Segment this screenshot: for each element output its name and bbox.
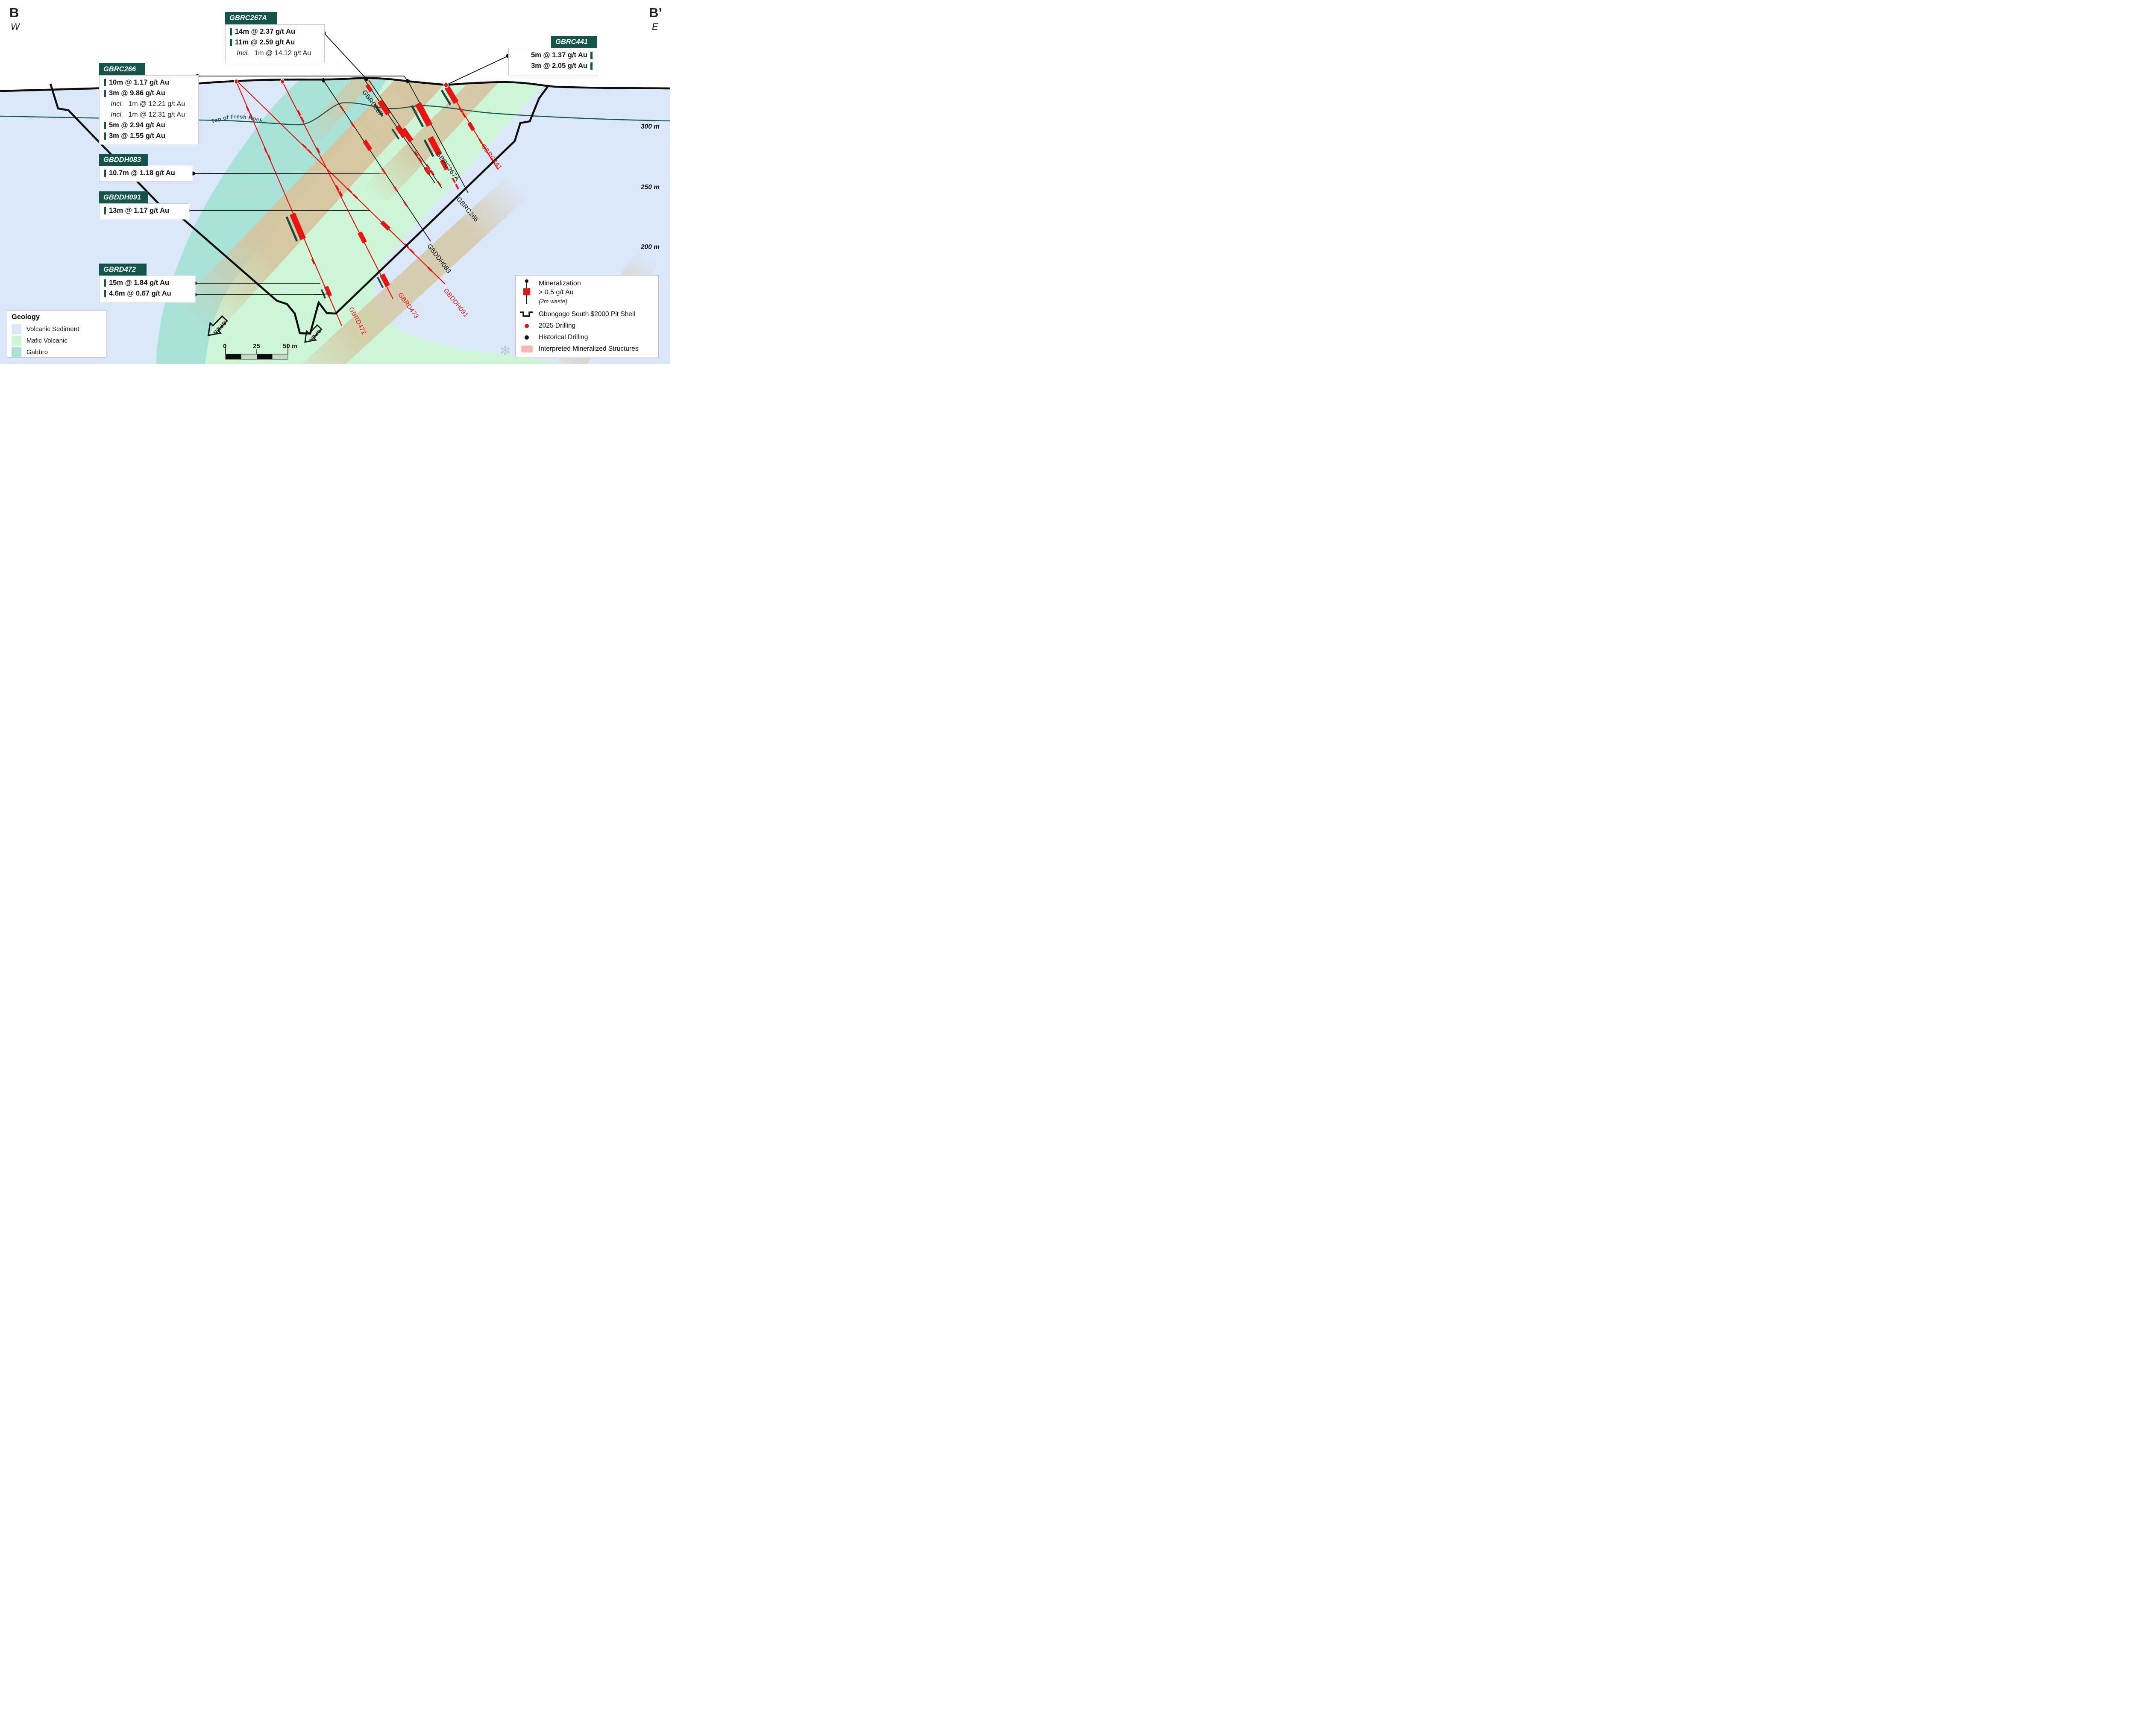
interval-bar-icon	[104, 79, 106, 86]
scalebar-tick-0: 0	[223, 343, 227, 350]
historical-collar	[406, 79, 409, 84]
assay-line: 3m @ 1.55 g/t Au	[104, 131, 195, 141]
depth-label-250: 250 m	[641, 184, 660, 191]
2025-collar	[280, 79, 285, 85]
cross-section-figure: Top of Fresh Rock OPEN OPEN B W B’ E 300…	[0, 0, 670, 364]
section-direction-e: E	[652, 21, 658, 32]
assay-line: 13m @ 1.17 g/t Au	[104, 205, 185, 216]
callout-header-gbrc267a: GBRC267A	[225, 12, 277, 24]
legend-item-pit-shell: Gbongogo South $2000 Pit Shell	[519, 308, 655, 320]
callout-body-gbddh091: 13m @ 1.17 g/t Au	[99, 203, 189, 219]
assay-line: 14m @ 2.37 g/t Au	[230, 26, 321, 37]
2025-collar	[234, 79, 238, 85]
legend-item-gabbro: Gabbro	[12, 346, 102, 358]
legend-item-mafic-volcanic: Mafic Volcanic	[12, 335, 102, 346]
swatch-mafic-volcanic	[12, 336, 21, 346]
callout-header-gbddh091: GBDDH091	[99, 191, 148, 203]
legend-item-structures: Interpreted Mineralized Structures	[519, 343, 655, 355]
scalebar-tick-50m: 50 m	[283, 343, 298, 350]
legend-item-historical-drilling: Historical Drilling	[519, 331, 655, 343]
legend-item-volcanic-sediment: Volcanic Sediment	[12, 323, 102, 335]
callout-header-gbrd472: GBRD472	[99, 264, 147, 276]
interval-bar-icon	[230, 39, 232, 46]
interval-bar-icon	[104, 122, 106, 129]
callout-body-gbrc441: 5m @ 1.37 g/t Au 3m @ 2.05 g/t Au	[508, 48, 597, 76]
interval-bar-icon	[104, 132, 106, 140]
geology-legend: Geology Volcanic Sediment Mafic Volcanic…	[7, 310, 106, 358]
drill-collars	[234, 76, 449, 88]
2025-collar	[443, 82, 449, 88]
mineralization-intervals	[246, 84, 495, 299]
legend-item-2025-drilling: 2025 Drilling	[519, 320, 655, 331]
assay-line: 3m @ 9.86 g/t Au	[104, 88, 195, 99]
callout-header-gbddh083: GBDDH083	[99, 154, 148, 166]
assay-line-included: Incl. 1m @ 12.21 g/t Au	[111, 100, 185, 108]
callout-header-gbrc441: GBRC441	[551, 36, 597, 48]
assay-line: 15m @ 1.84 g/t Au	[104, 278, 191, 288]
section-marker-b: B	[9, 5, 19, 20]
swatch-gabbro	[12, 347, 21, 357]
section-marker-b-prime: B’	[649, 5, 662, 20]
mineralization-interval-icon	[519, 279, 534, 305]
section-direction-w: W	[11, 21, 20, 32]
scalebar-tick-25: 25	[253, 343, 260, 350]
2025-drilling-dot-icon	[519, 323, 534, 328]
assay-line: 10.7m @ 1.18 g/t Au	[104, 168, 188, 179]
geology-mafic-volcanic	[205, 79, 568, 364]
scale-bar	[225, 344, 288, 360]
assay-line: 5m @ 2.94 g/t Au	[104, 120, 195, 131]
callout-body-gbrc266: 10m @ 1.17 g/t Au 3m @ 9.86 g/t Au Incl.…	[99, 75, 199, 144]
assay-line-included: Incl. 1m @ 12.31 g/t Au	[111, 111, 185, 118]
historical-collar	[365, 76, 368, 82]
assay-line: 5m @ 1.37 g/t Au	[513, 50, 593, 61]
symbols-legend: Mineralization > 0.5 g/t Au (2m waste) G…	[515, 275, 659, 358]
watermark-flower-icon: ✻	[500, 344, 511, 358]
legend-item-mineralization: Mineralization > 0.5 g/t Au (2m waste)	[519, 279, 655, 306]
callout-body-gbrc267a: 14m @ 2.37 g/t Au 11m @ 2.59 g/t Au Incl…	[225, 24, 325, 63]
interval-bar-icon	[104, 90, 106, 97]
callout-leaders	[188, 32, 508, 295]
interval-bar-icon	[104, 279, 106, 287]
assay-line: 10m @ 1.17 g/t Au	[104, 77, 195, 88]
assay-line: 4.6m @ 0.67 g/t Au	[104, 288, 191, 299]
interval-bar-icon	[590, 52, 593, 59]
assay-line: 11m @ 2.59 g/t Au	[230, 37, 321, 48]
callout-body-gbddh083: 10.7m @ 1.18 g/t Au	[99, 166, 192, 182]
interval-bar-icon	[230, 28, 232, 35]
callout-body-gbrd472: 15m @ 1.84 g/t Au 4.6m @ 0.67 g/t Au	[99, 276, 195, 302]
interval-bar-icon	[590, 62, 593, 70]
pit-shell-icon	[519, 310, 534, 319]
callout-header-gbrc266: GBRC266	[99, 63, 145, 75]
sky	[0, 0, 670, 91]
geology-legend-title: Geology	[12, 313, 40, 321]
historical-collar	[322, 78, 325, 83]
trace-gbrc266	[408, 81, 469, 194]
depth-label-300: 300 m	[641, 123, 660, 130]
interval-bar-icon	[104, 170, 106, 177]
interval-bar-icon	[104, 290, 106, 297]
historical-drilling-dot-icon	[519, 335, 534, 340]
trace-gbrd472	[235, 81, 343, 326]
structures-swatch-icon	[519, 345, 534, 352]
depth-label-200: 200 m	[641, 243, 660, 251]
swatch-volcanic-sediment	[12, 324, 21, 334]
assay-line-included: Incl. 1m @ 14.12 g/t Au	[237, 49, 311, 57]
interval-bar-icon	[104, 207, 106, 214]
assay-line: 3m @ 2.05 g/t Au	[513, 61, 593, 71]
